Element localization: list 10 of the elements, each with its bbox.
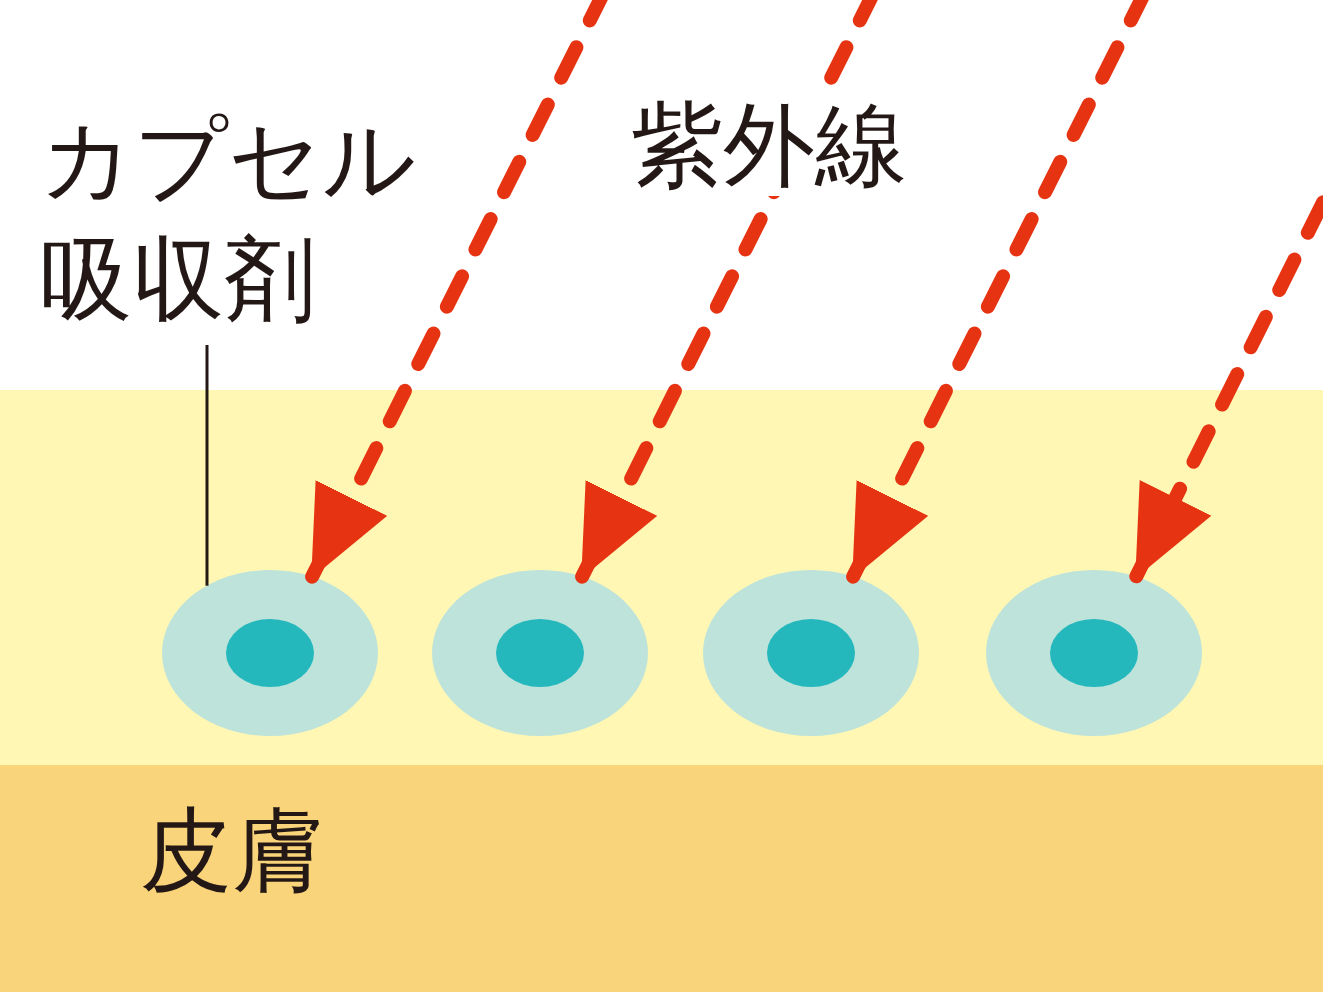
layer-label: 皮膚	[140, 800, 324, 902]
capsule	[703, 570, 919, 736]
leader-line	[205, 345, 209, 586]
skin-layer	[0, 765, 1323, 992]
capsule	[986, 570, 1202, 736]
capsule	[162, 570, 378, 736]
callout-label: カプセル吸収剤	[40, 100, 440, 340]
capsule	[432, 570, 648, 736]
coating-layer	[0, 390, 1323, 765]
uv-arrow	[1129, 195, 1323, 584]
